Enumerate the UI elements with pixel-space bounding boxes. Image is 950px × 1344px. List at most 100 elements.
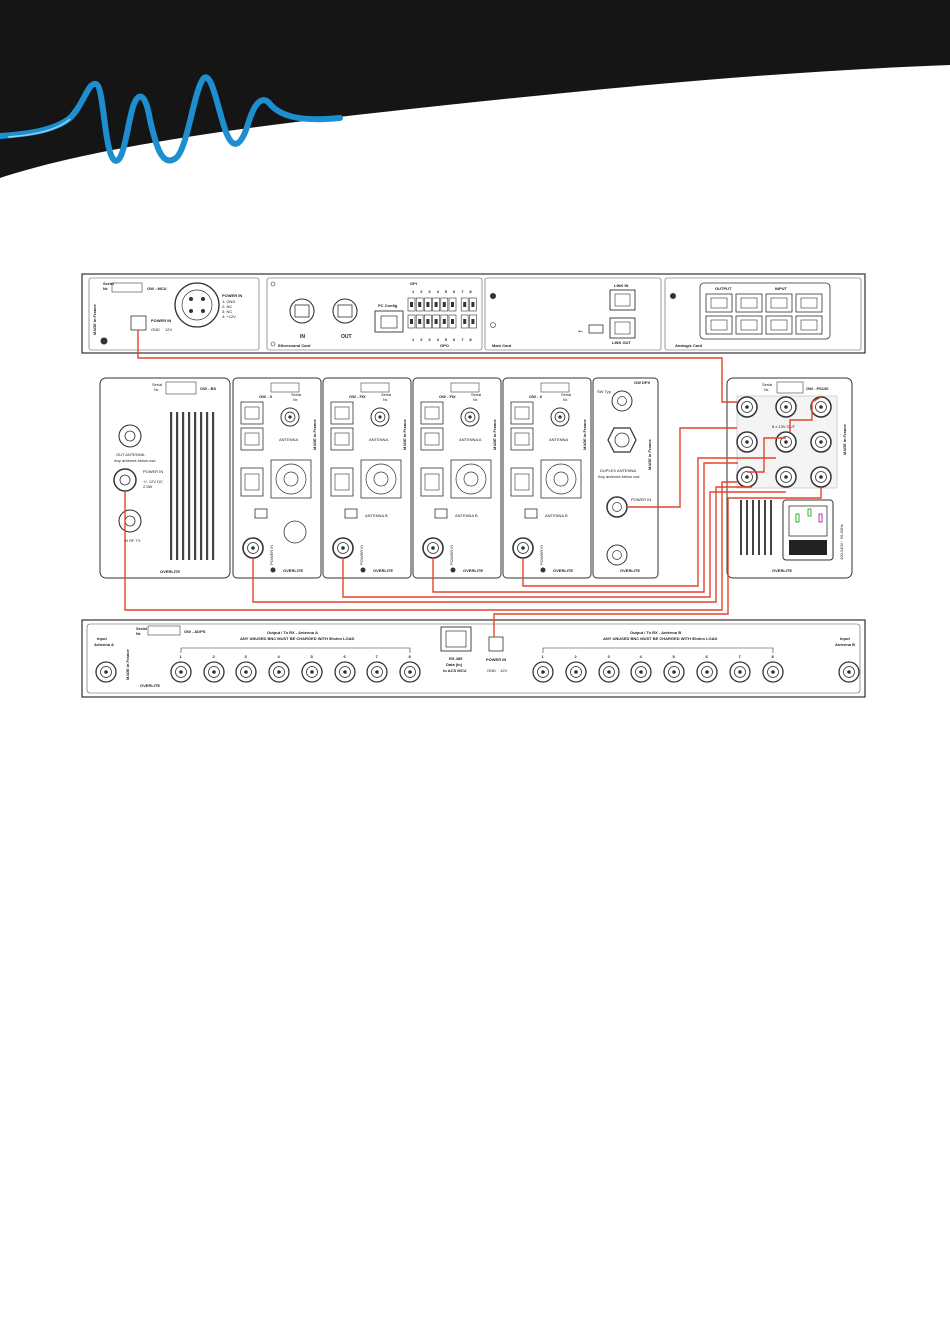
card-antenna-label: ANTENNA [549,437,568,442]
card-serial2: Nr. [383,397,388,402]
card-rj45-port[interactable] [510,467,534,497]
adps-out-a-bnc[interactable] [366,661,388,683]
card-usb-port[interactable] [344,508,358,519]
card-power-in-connector[interactable] [422,537,444,559]
card-power-in-connector[interactable] [242,537,264,559]
card-rj45-port[interactable] [330,427,354,451]
adps-out-b-number: 3 [608,654,611,659]
adps-out-a-bnc[interactable] [399,661,421,683]
card-antenna-connector[interactable] [370,407,390,427]
power-cable [789,396,822,432]
card-rj45-port[interactable] [330,467,354,497]
adps-out-b-number: 4 [640,654,643,659]
card-rj45-port[interactable] [330,401,354,425]
output-label: OUTPUT [715,286,732,291]
header-wave-line [0,74,343,164]
pc-config-port[interactable] [374,310,404,333]
card-made-in: MADE in France [582,419,587,450]
ethersound-out-connector[interactable] [332,298,358,324]
xlr-power-connector-icon [174,282,220,328]
card-rj45-port[interactable] [510,401,534,425]
card-usb-port[interactable] [434,508,448,519]
adps-to-mcu-label: to ACS MCU [443,668,467,673]
card-rj45-port[interactable] [420,401,444,425]
adps-out-b-bnc[interactable] [532,661,554,683]
card-power-in-connector[interactable] [332,537,354,559]
card-rj45-port[interactable] [240,427,264,451]
analog-rj45-port[interactable] [765,293,793,313]
adps-out-b-bnc[interactable] [565,661,587,683]
card-rj45-port[interactable] [240,467,264,497]
card-antenna-b-label: ANTENNA B [365,513,388,518]
bs-out-antenna-connector[interactable] [118,424,142,448]
card-antenna-b-label: ANTENNA B [455,513,478,518]
card-usb-port[interactable] [524,508,538,519]
adps-out-a-bnc[interactable] [235,661,257,683]
gpi-number: 1 [412,289,415,294]
main-card-label: Main Card [492,343,512,348]
adps-out-a-bnc[interactable] [268,661,290,683]
mcu-12v-label: 12V [165,327,172,332]
card-rj45-port[interactable] [510,427,534,451]
analog-rj45-port[interactable] [705,293,733,313]
adps-out-b-bnc[interactable] [598,661,620,683]
analog-rj45-port[interactable] [735,293,763,313]
card-serial: Serial [471,392,481,397]
adps-out-b-number: 5 [673,654,676,659]
mcu-rack-unit: Serial Nr. OW - MCU MADE in France POWER… [81,273,866,354]
ps-out-bnc[interactable] [775,396,797,418]
ps-out-bnc[interactable] [736,431,758,453]
analog-rj45-port[interactable] [795,293,823,313]
dpx-model: OW DPX [634,380,651,385]
adps-out-a-bnc[interactable] [301,661,323,683]
gpi-number: 6 [453,289,456,294]
ethersound-in-connector[interactable] [289,298,315,324]
ps-out-bnc[interactable] [810,431,832,453]
ps-out-bnc[interactable] [736,396,758,418]
usb-icon: ⭠ [578,329,583,335]
card-antenna-connector[interactable] [280,407,300,427]
card-rj45-port[interactable] [420,427,444,451]
adps-power-in-label: POWER IN [486,657,506,662]
adps-out-a-bnc[interactable] [334,661,356,683]
card-power-in-connector[interactable] [512,537,534,559]
adps-out-b-bnc[interactable] [663,661,685,683]
link-in-port[interactable] [609,289,636,311]
card-rj45-port[interactable] [240,401,264,425]
adps-out-b-bnc[interactable] [630,661,652,683]
bs-power-in-connector[interactable] [113,468,137,492]
adps-out-b-bnc[interactable] [762,661,784,683]
ps-out-bnc[interactable] [775,466,797,488]
usb-port[interactable] [588,324,604,334]
dpx-top-connector[interactable] [611,390,633,412]
gpo-number: 6 [453,337,456,342]
bs-in-rf-tx-connector[interactable] [118,509,142,533]
dpx-duplex-label: DUPLEX ANTENNA [600,468,636,473]
ps-out-bnc[interactable] [775,431,797,453]
adps-out-b-bnc[interactable] [696,661,718,683]
dpx-power-in-connector[interactable] [606,496,628,518]
mcu-power-jack[interactable] [130,315,147,331]
ps-out-bnc[interactable] [736,466,758,488]
card-rj45-port[interactable] [420,467,444,497]
card-antenna-connector[interactable] [460,407,480,427]
ps-out-bnc[interactable] [810,466,832,488]
adps-power-jack[interactable] [488,636,504,652]
card-antenna-connector[interactable] [550,407,570,427]
adps-input-b-bnc[interactable] [838,661,860,683]
analog-rj45-port[interactable] [705,315,733,335]
adps-out-b-bnc[interactable] [729,661,751,683]
adps-out-a-bnc[interactable] [203,661,225,683]
analog-rj45-port[interactable] [765,315,793,335]
analog-rj45-port[interactable] [735,315,763,335]
card-usb-port[interactable] [254,508,268,519]
dpx-duplex-antenna-connector[interactable] [607,427,637,453]
ps-out-bnc[interactable] [810,396,832,418]
analog-rj45-port[interactable] [795,315,823,335]
link-out-port[interactable] [609,317,636,339]
adps-rs485-port[interactable] [440,626,472,652]
dpx-bottom-connector[interactable] [606,544,628,566]
adps-input-a-bnc[interactable] [95,661,117,683]
adps-out-a-bnc[interactable] [170,661,192,683]
